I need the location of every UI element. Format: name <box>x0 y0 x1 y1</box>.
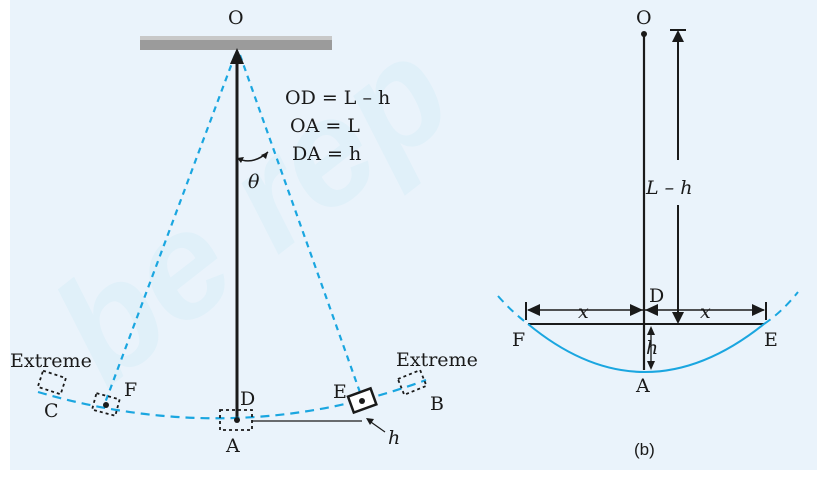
bob-dot-f <box>103 402 109 408</box>
angle-arrow-left-icon <box>237 157 244 163</box>
b-arc-dashed-right <box>763 291 799 325</box>
string-extreme-right <box>238 54 364 399</box>
equation-da: DA = h <box>292 143 361 165</box>
b-point-a-label: A <box>635 375 650 397</box>
b-point-e-label: E <box>764 329 778 351</box>
extreme-left-label: Extreme <box>10 350 92 372</box>
equation-od: OD = L – h <box>285 87 390 109</box>
arrow-head-icon <box>230 48 244 64</box>
swing-arc <box>37 378 427 420</box>
bob-dot-a <box>234 417 240 423</box>
figure-b-caption: (b) <box>634 440 655 459</box>
ceiling-support-shade <box>140 36 332 40</box>
bob-dot-e <box>359 398 365 404</box>
b-point-d-label: D <box>649 285 664 307</box>
point-c-label: C <box>44 400 59 422</box>
b-height-arrow-down-icon <box>647 361 655 370</box>
point-b-label: B <box>430 393 444 415</box>
b-point-f-label: F <box>512 329 525 351</box>
height-pointer-arrow-icon <box>366 418 374 425</box>
b-pivot-label: O <box>636 7 652 29</box>
b-x-left-label: x <box>578 301 589 323</box>
bob-box-icon <box>396 368 428 397</box>
b-height-arrow-up-icon <box>647 326 655 335</box>
b-length-arrow-down-icon <box>672 312 684 324</box>
point-a-label: A <box>225 435 240 457</box>
figure-b: O L – h x x h D F E <box>497 7 799 459</box>
b-length-arrow-up-icon <box>672 30 684 42</box>
equation-oa: OA = L <box>290 115 360 137</box>
figure-a: O θ OD = L – h OA = L DA = h <box>10 7 478 457</box>
bob-box-icon <box>36 369 68 396</box>
b-x-left-arrow-icon <box>527 304 540 316</box>
angle-arrow-right-icon <box>261 152 268 159</box>
angle-label: θ <box>248 171 260 193</box>
b-x-right-label: x <box>700 301 711 323</box>
b-x-left-arrow2-icon <box>630 304 643 316</box>
b-length-label: L – h <box>645 177 692 199</box>
string-extreme-left <box>103 54 237 404</box>
extreme-right-label: Extreme <box>396 349 478 371</box>
point-f-label: F <box>124 379 137 401</box>
b-x-right-arrow2-icon <box>645 304 658 316</box>
height-label: h <box>388 427 400 449</box>
b-arc-dashed-left <box>497 295 529 325</box>
point-d-label: D <box>240 388 255 410</box>
b-height-label: h <box>646 337 658 359</box>
point-e-label: E <box>333 381 347 403</box>
bob-box-icon <box>219 409 253 431</box>
b-x-right-arrow-icon <box>752 304 765 316</box>
b-arc-solid <box>527 323 765 373</box>
pivot-label: O <box>228 7 244 29</box>
